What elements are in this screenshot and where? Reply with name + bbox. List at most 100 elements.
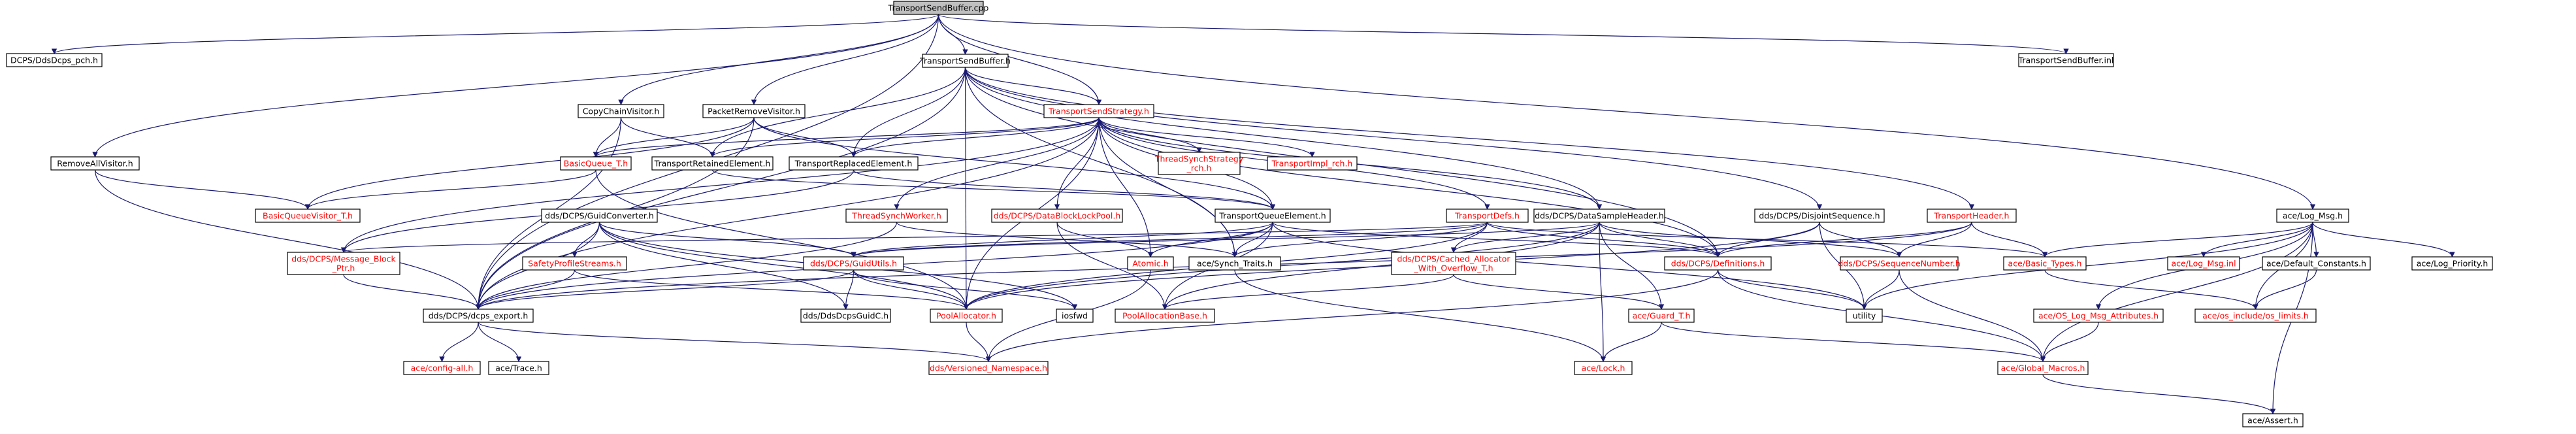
node-label: ThreadSynchStrategy xyxy=(1154,154,1244,164)
node-synch-traits[interactable]: ace/Synch_Traits.h xyxy=(1188,256,1281,271)
node-root[interactable]: TransportSendBuffer.cpp xyxy=(888,1,989,15)
node-versioned-ns[interactable]: dds/Versioned_Namespace.h xyxy=(928,361,1049,375)
node-guid-utils[interactable]: dds/DCPS/GuidUtils.h xyxy=(803,256,904,271)
node-box xyxy=(2194,309,2317,323)
node-pool-alloc-base[interactable]: PoolAllocationBase.h xyxy=(1115,309,1215,323)
node-label: iosfwd xyxy=(1062,311,1088,321)
node-os-log-attr[interactable]: ace/OS_Log_Msg_Attributes.h xyxy=(2033,309,2164,323)
edge-dsh-to-pool_alloc_base xyxy=(1162,222,1600,310)
edge-dsh-to-guard_t xyxy=(1599,222,1665,310)
edge-default_constants-to-os_limits xyxy=(2253,269,2317,310)
node-ace-assert[interactable]: ace/Assert.h xyxy=(2242,413,2304,427)
edge-basic_queue-to-basic_queue_visitor xyxy=(304,169,596,210)
node-tqe[interactable]: TransportQueueElement.h xyxy=(1215,209,1331,223)
edge-definitions-to-utility xyxy=(1717,269,1867,310)
node-box xyxy=(541,209,658,223)
node-label: TransportImpl_rch.h xyxy=(1271,159,1353,169)
node-box xyxy=(928,361,1049,375)
node-dblp[interactable]: dds/DCPS/DataBlockLockPool.h xyxy=(991,209,1123,223)
node-thread-synch-worker[interactable]: ThreadSynchWorker.h xyxy=(845,209,948,223)
edge-tsb_h-to-retained xyxy=(709,67,966,158)
edge-tsb_h-to-transport_strategy xyxy=(964,67,1102,105)
node-label: dds/DCPS/Cached_Allocator xyxy=(1397,254,1510,264)
node-label: ace/Guard_T.h xyxy=(1633,311,1691,321)
node-seqnum[interactable]: dds/DCPS/SequenceNumber.h xyxy=(1838,256,1961,271)
edge-transport_strategy-to-mbp xyxy=(340,117,1100,253)
node-copy-chain[interactable]: CopyChainVisitor.h xyxy=(578,104,664,118)
node-os-limits[interactable]: ace/os_include/os_limits.h xyxy=(2194,309,2317,323)
node-atomic[interactable]: Atomic.h xyxy=(1127,256,1174,271)
node-dcps-pch[interactable]: DCPS/DdsDcps_pch.h xyxy=(6,53,103,67)
node-utility[interactable]: utility xyxy=(1846,309,1883,323)
file-nodes: TransportSendBuffer.cppDCPS/DdsDcps_pch.… xyxy=(6,1,2493,427)
node-dds-guid-c[interactable]: dds/DdsDcpsGuidC.h xyxy=(800,309,891,323)
node-basic-queue[interactable]: BasicQueue_T.h xyxy=(560,156,632,171)
node-guard-t[interactable]: ace/Guard_T.h xyxy=(1628,309,1695,323)
edge-root-to-packet_remove xyxy=(751,14,939,105)
node-tdefs[interactable]: TransportDefs.h xyxy=(1446,209,1529,223)
node-guid-conv[interactable]: dds/DCPS/GuidConverter.h xyxy=(541,209,658,223)
edge-thread_synch_worker-to-dcps_export xyxy=(475,222,898,310)
node-label: TransportSendBuffer.inl xyxy=(2018,56,2114,65)
node-sps[interactable]: SafetyProfileStreams.h xyxy=(522,256,627,271)
node-theader[interactable]: TransportHeader.h xyxy=(1927,209,2017,223)
edge-transport_strategy-to-atomic xyxy=(1098,117,1154,258)
node-label: BasicQueueVisitor_T.h xyxy=(263,211,353,221)
node-ace-config[interactable]: ace/config-all.h xyxy=(403,361,481,375)
node-mbp[interactable]: dds/DCPS/Message_Block_Ptr.h xyxy=(287,252,400,275)
node-definitions[interactable]: dds/DCPS/Definitions.h xyxy=(1664,256,1772,271)
node-default-constants[interactable]: ace/Default_Constants.h xyxy=(2262,256,2371,271)
edge-global_macros-to-ace_assert xyxy=(2042,374,2276,414)
node-tsb-h[interactable]: TransportSendBuffer.h xyxy=(919,54,1011,68)
node-transport-strategy[interactable]: TransportSendStrategy.h xyxy=(1043,104,1154,118)
node-iosfwd[interactable]: iosfwd xyxy=(1056,309,1094,323)
node-label: ace/os_include/os_limits.h xyxy=(2202,311,2309,321)
node-box xyxy=(651,156,774,171)
node-box xyxy=(423,309,534,323)
edge-dblp-to-pool_alloc_base xyxy=(1056,222,1168,310)
edge-dsh-to-pool_alloc xyxy=(963,222,1600,310)
node-basic-queue-visitor[interactable]: BasicQueueVisitor_T.h xyxy=(255,209,361,223)
node-label: TransportReplacedElement.h xyxy=(794,159,913,169)
node-label: ace/Lock.h xyxy=(1582,363,1625,373)
node-disjoint[interactable]: dds/DCPS/DisjointSequence.h xyxy=(1754,209,1885,223)
node-dsh[interactable]: dds/DCPS/DataSampleHeader.h xyxy=(1533,209,1665,223)
edge-log_msg-to-default_constants xyxy=(2312,222,2319,258)
edge-copy_chain-to-retained xyxy=(620,117,715,158)
node-log-priority[interactable]: ace/Log_Priority.h xyxy=(2411,256,2493,271)
edge-dsh-to-seqnum xyxy=(1599,222,1902,258)
edge-guard_t-to-ace_lock xyxy=(1600,322,1662,362)
node-global-macros[interactable]: ace/Global_Macros.h xyxy=(1997,361,2089,375)
node-label: PoolAllocationBase.h xyxy=(1122,311,1207,321)
node-label: dds/DCPS/dcps_export.h xyxy=(429,311,529,321)
node-pool-alloc[interactable]: PoolAllocator.h xyxy=(930,309,1003,323)
node-retained[interactable]: TransportRetainedElement.h xyxy=(651,156,774,171)
edge-cached_alloc-to-guard_t xyxy=(1453,274,1665,310)
node-dcps-export[interactable]: dds/DCPS/dcps_export.h xyxy=(423,309,534,323)
node-tsb-inl[interactable]: TransportSendBuffer.inl xyxy=(2018,53,2114,67)
node-box xyxy=(488,361,549,375)
node-cached-alloc[interactable]: dds/DCPS/Cached_Allocator_With_Overflow_… xyxy=(1391,252,1516,275)
edge-tsb_h-to-disjoint xyxy=(964,67,1823,210)
edge-guard_t-to-global_macros xyxy=(1661,322,2046,362)
node-box xyxy=(287,252,400,275)
edge-sps-to-dcps_export xyxy=(475,269,576,310)
node-log-msg[interactable]: ace/Log_Msg.h xyxy=(2276,209,2349,223)
node-basic-types[interactable]: ace/Basic_Types.h xyxy=(2003,256,2087,271)
node-label: ace/Synch_Traits.h xyxy=(1197,259,1273,269)
edge-synch_traits-to-ace_lock xyxy=(1234,269,1606,362)
node-tss-ch[interactable]: ThreadSynchStrategy_rch.h xyxy=(1154,152,1244,175)
edge-tqe-to-utility xyxy=(1272,222,1867,310)
node-box xyxy=(255,209,361,223)
node-packet-remove[interactable]: PacketRemoveVisitor.h xyxy=(702,104,806,118)
node-replaced[interactable]: TransportReplacedElement.h xyxy=(789,156,919,171)
node-timpl-rch[interactable]: TransportImpl_rch.h xyxy=(1267,156,1358,171)
node-log-msg-inl[interactable]: ace/Log_Msg.inl xyxy=(2167,256,2240,271)
node-ace-trace[interactable]: ace/Trace.h xyxy=(488,361,549,375)
edge-guid_conv-to-dds_guid_c xyxy=(598,222,849,310)
node-box xyxy=(560,156,632,171)
edge-retained-to-tqe xyxy=(711,169,1275,210)
node-ace-lock[interactable]: ace/Lock.h xyxy=(1574,361,1633,375)
edge-dsh-to-guid_utils xyxy=(851,222,1600,258)
node-remove-all[interactable]: RemoveAllVisitor.h xyxy=(50,156,140,171)
